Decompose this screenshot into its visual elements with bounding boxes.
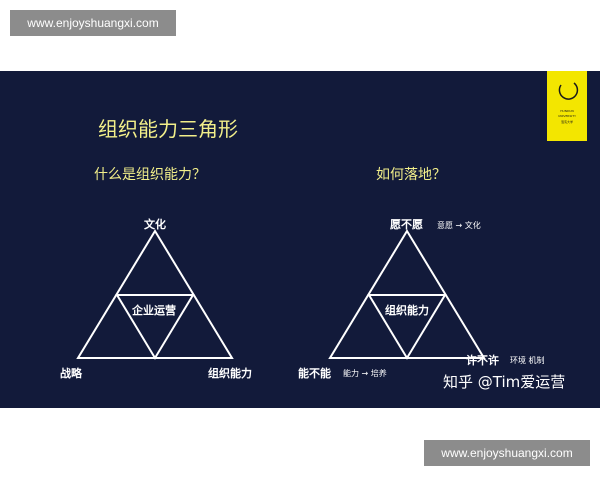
- triangle-diagrams: [76, 229, 486, 360]
- zhihu-watermark: 知乎 @Tim爱运营: [443, 373, 566, 391]
- watermark-bottom: www.enjoyshuangxi.com: [424, 440, 590, 466]
- right-top-label: 愿不愿: [390, 218, 423, 231]
- right-inner-triangle: [367, 294, 447, 360]
- left-inner-triangle: [115, 294, 195, 360]
- right-bottom-left-note: 能力 → 培养: [343, 369, 387, 378]
- logo-line3: 混沌大学: [560, 120, 573, 124]
- left-question: 什么是组织能力？: [94, 167, 206, 183]
- left-center-label: 企业运营: [132, 304, 176, 317]
- hundun-logo: HUNDUN UNIVERSITY 混沌大学: [547, 71, 587, 141]
- logo-line2: UNIVERSITY: [558, 114, 576, 118]
- left-bottom-left-label: 战略: [60, 367, 82, 380]
- slide-title: 组织能力三角形: [98, 117, 238, 141]
- left-bottom-right-label: 组织能力: [208, 367, 252, 380]
- right-bottom-right-note: 环境 机制: [510, 356, 545, 365]
- watermark-top: www.enjoyshuangxi.com: [10, 10, 176, 36]
- right-question: 如何落地？: [376, 167, 446, 183]
- right-top-note: 意愿 → 文化: [437, 221, 481, 230]
- right-bottom-left-label: 能不能: [298, 367, 331, 380]
- right-center-label: 组织能力: [385, 304, 429, 317]
- left-top-label: 文化: [144, 218, 166, 231]
- logo-line1: HUNDUN: [560, 109, 574, 113]
- logo-circle-icon: [558, 82, 579, 100]
- slide: HUNDUN UNIVERSITY 混沌大学 组织能力三角形 什么是组织能力？ …: [0, 71, 600, 408]
- right-bottom-right-label: 许不许: [466, 354, 499, 367]
